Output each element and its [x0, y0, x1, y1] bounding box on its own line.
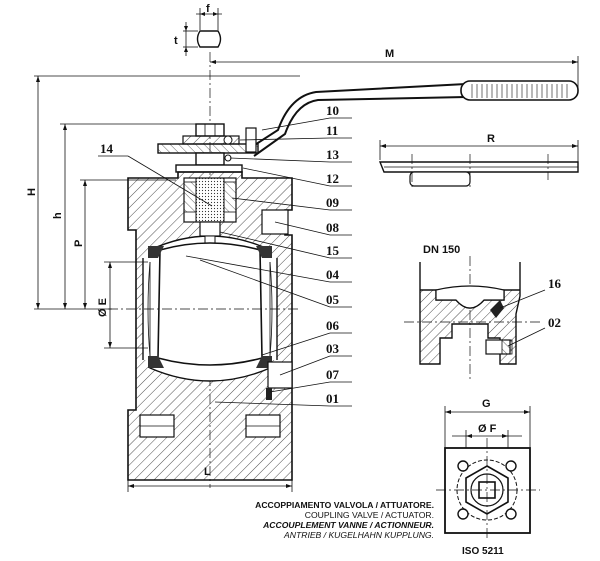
coupling-caption: ACCOPPIAMENTO VALVOLA / ATTUATORE. COUPL…: [255, 500, 434, 540]
dim-f: f: [206, 3, 210, 15]
stem-detail: f t: [174, 3, 222, 56]
dim-p: P: [73, 240, 85, 247]
part-number-01: 01: [326, 391, 339, 406]
dim-m-group: M: [210, 48, 579, 88]
part-number-05: 05: [326, 292, 340, 307]
detail-label: DN 150: [423, 244, 460, 256]
part-number-12: 12: [326, 171, 339, 186]
dn150-detail: DN 150: [404, 244, 546, 380]
dim-t: t: [174, 35, 178, 47]
part-number-08: 08: [326, 220, 340, 235]
caption-line-1: ACCOPPIAMENTO VALVOLA / ATTUATORE.: [255, 500, 434, 510]
part-number-04: 04: [326, 267, 340, 282]
dim-f-bolt: Ø F: [478, 423, 497, 435]
stem-top-assembly: [157, 123, 259, 173]
dim-g: G: [482, 398, 491, 410]
part-number-16: 16: [548, 276, 562, 291]
part-number-03: 03: [326, 341, 340, 356]
part-number-09: 09: [326, 195, 340, 210]
part-number-02: 02: [548, 315, 561, 330]
dim-r: R: [487, 133, 495, 145]
part-number-07: 07: [326, 367, 340, 382]
handle-top-view: R: [378, 133, 579, 190]
left-dimensions: H h P Ø E: [26, 75, 300, 349]
part-leaders: [98, 117, 352, 407]
handle-lever: [249, 80, 579, 157]
dim-h-lower: h: [52, 212, 64, 219]
part-number-10: 10: [326, 103, 339, 118]
iso-flange-view: G Ø F ISO 5211: [436, 398, 540, 557]
part-number-13: 13: [326, 147, 340, 162]
dim-h-upper: H: [26, 188, 38, 196]
caption-line-2: COUPLING VALVE / ACTUATOR.: [305, 510, 434, 520]
caption-line-3: ACCOUPLEMENT VANNE / ACTIONNEUR.: [262, 520, 434, 530]
part-number-11: 11: [326, 123, 338, 138]
part-number-15: 15: [326, 243, 340, 258]
part-number-06: 06: [326, 318, 340, 333]
part-number-labels: 10 11 13 12 09 08 15 04 05 06 03 07 01 1…: [100, 103, 562, 406]
part-number-14: 14: [100, 141, 114, 156]
iso-label: ISO 5211: [462, 546, 504, 557]
dim-e: Ø E: [97, 298, 109, 317]
valve-body-section: [108, 171, 300, 481]
caption-line-4: ANTRIEB / KUGELHAHN KUPPLUNG.: [283, 530, 434, 540]
dim-m: M: [385, 48, 394, 60]
dim-l-group: L: [127, 466, 293, 492]
dim-l: L: [204, 466, 211, 478]
